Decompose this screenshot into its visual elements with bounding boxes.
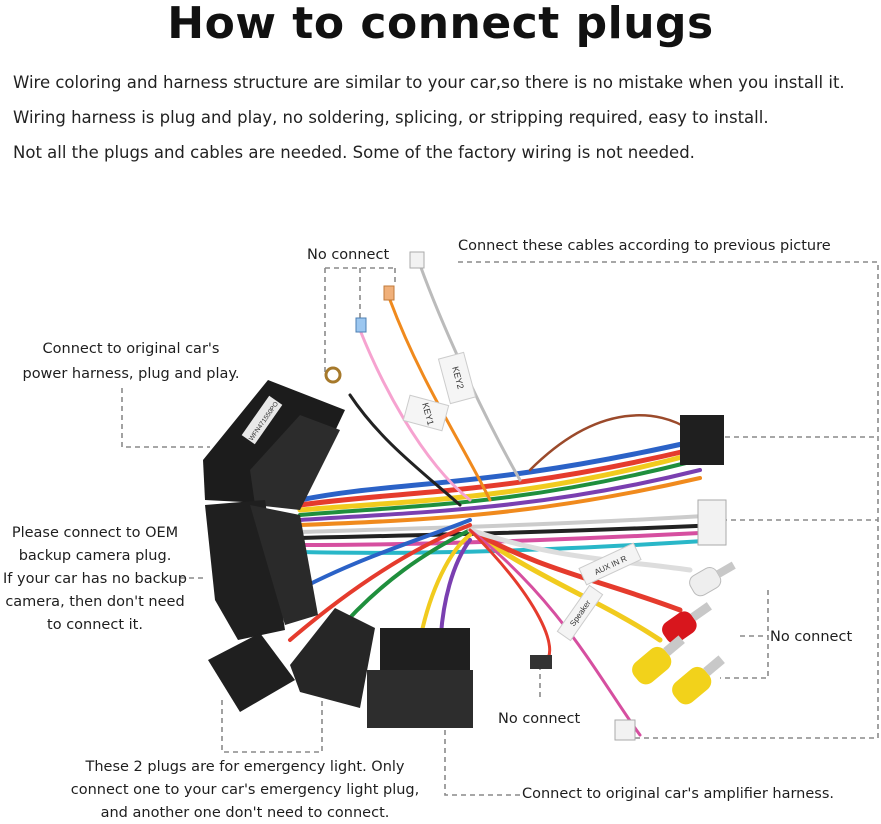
emergency-light-label: These 2 plugs are for emergency light. O… xyxy=(70,759,420,821)
key2-tag: KEY2 xyxy=(437,351,477,405)
no-connect-bottom-label: No connect xyxy=(498,711,581,727)
connect-cables-label: Connect these cables according to previo… xyxy=(458,238,831,254)
emergency-light-plug-2 xyxy=(290,608,375,708)
power-harness-plug: WFN471550PO xyxy=(203,380,345,510)
white-multi-pin-plug xyxy=(697,499,727,546)
radio-head-unit-plug xyxy=(680,415,724,465)
power-harness-label: Connect to original car's power harness,… xyxy=(22,341,240,382)
no-connect-top-label: No connect xyxy=(307,247,390,263)
key1-tag: KEY1 xyxy=(402,394,450,432)
blue-pin-connector-icon xyxy=(355,317,367,333)
leader-lines xyxy=(121,261,879,796)
intro-line-3: Not all the plugs and cables are needed.… xyxy=(13,143,695,162)
emergency-light-plug-1 xyxy=(208,633,295,712)
backup-camera-label: Please connect to OEM backup camera plug… xyxy=(3,525,187,633)
small-black-connector xyxy=(530,655,552,669)
page-title: How to connect plugs xyxy=(167,0,714,49)
amplifier-harness-label: Connect to original car's amplifier harn… xyxy=(522,786,835,802)
orange-pin-connector-icon xyxy=(383,285,395,301)
ring-terminal-icon xyxy=(324,366,342,384)
no-connect-right-label: No connect xyxy=(770,629,853,645)
backup-camera-plug xyxy=(205,500,318,640)
amplifier-harness-plug xyxy=(367,628,473,728)
rca-plugs xyxy=(632,561,736,705)
aux-in-tag: AUX IN R xyxy=(578,542,642,586)
white-pin-connector-icon xyxy=(409,251,425,269)
intro-line-2: Wiring harness is plug and play, no sold… xyxy=(13,108,769,127)
small-white-connector xyxy=(614,719,636,741)
intro-line-1: Wire coloring and harness structure are … xyxy=(13,73,845,92)
